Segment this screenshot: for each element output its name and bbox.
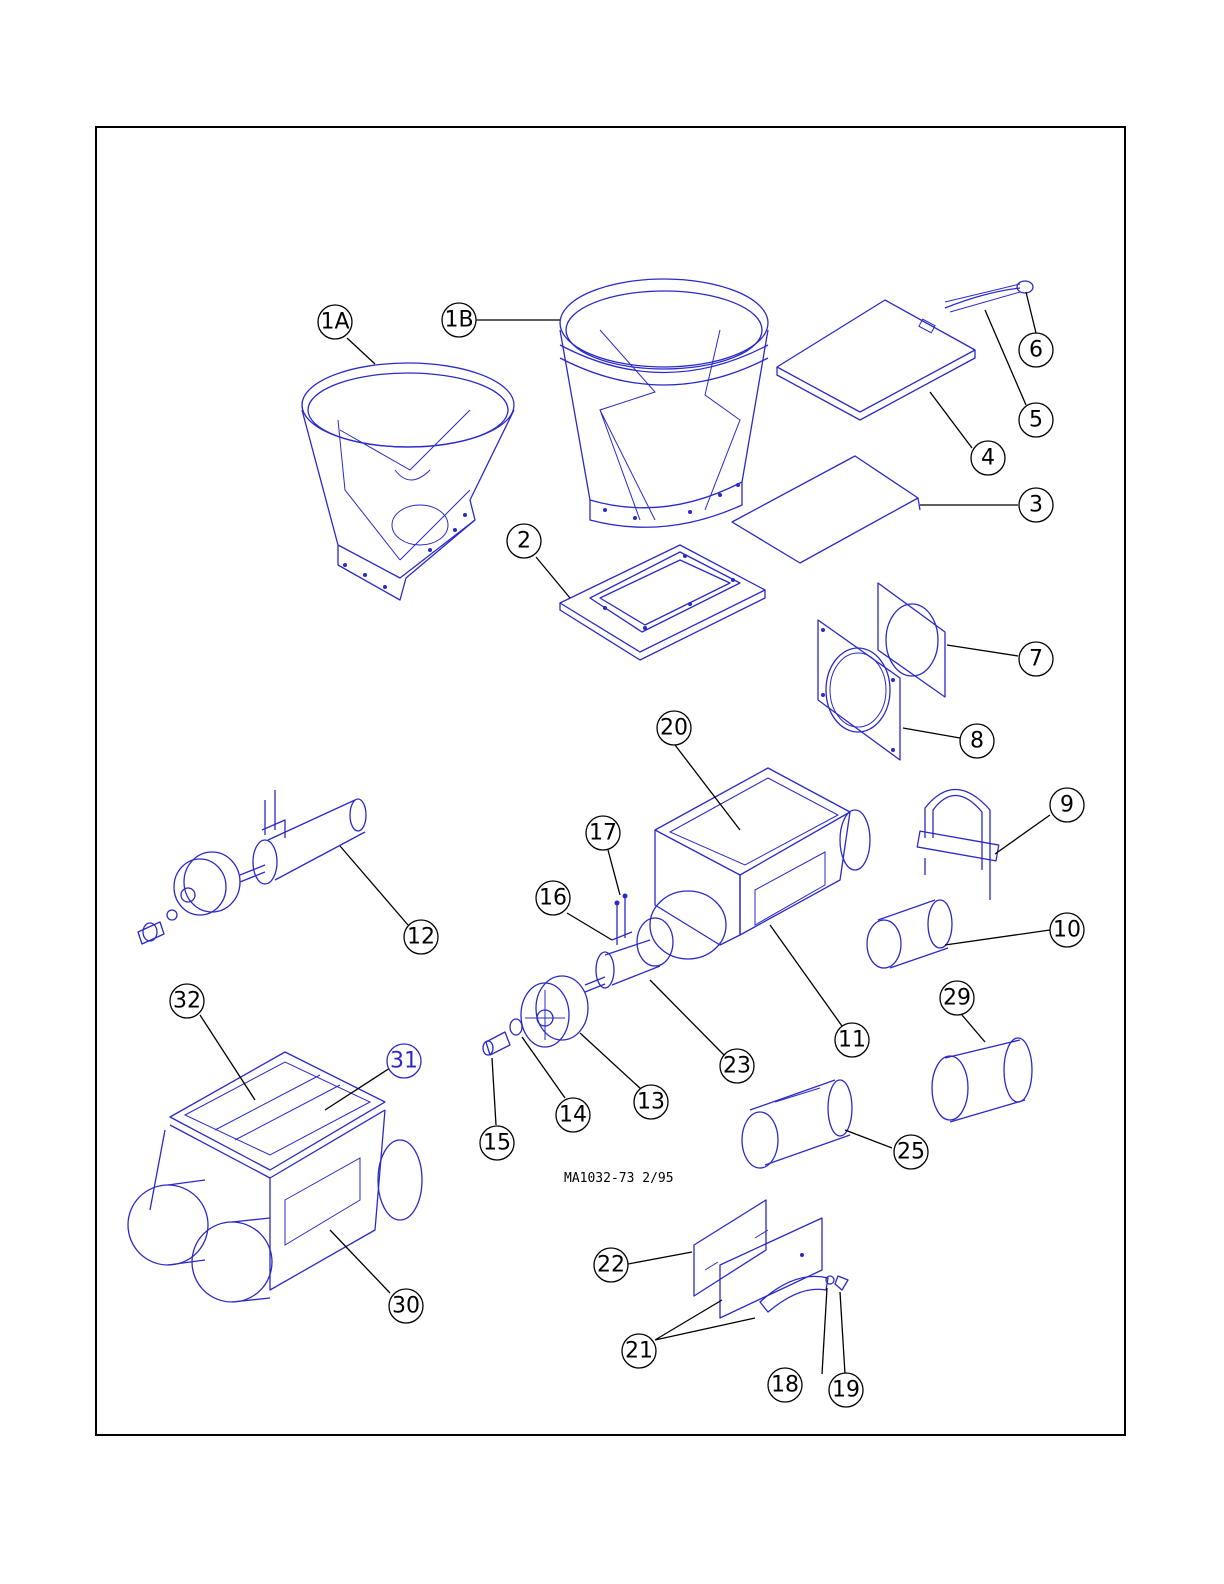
callout-13: 13 bbox=[634, 1085, 668, 1119]
svg-text:3: 3 bbox=[1029, 493, 1043, 518]
callout-23: 23 bbox=[720, 1049, 754, 1083]
callout-25: 25 bbox=[894, 1135, 928, 1169]
part-16-part-17-bolts bbox=[612, 894, 632, 946]
callout-7: 7 bbox=[1019, 642, 1053, 676]
callout-1b: 1B bbox=[442, 303, 476, 337]
svg-text:18: 18 bbox=[771, 1373, 799, 1398]
svg-text:31: 31 bbox=[390, 1049, 418, 1074]
svg-text:14: 14 bbox=[559, 1103, 587, 1128]
part-9-u-bolt bbox=[917, 789, 999, 900]
svg-text:25: 25 bbox=[897, 1140, 925, 1165]
part-19-wing-nut bbox=[835, 1276, 848, 1290]
part-30-housing bbox=[128, 1052, 422, 1302]
svg-text:6: 6 bbox=[1029, 338, 1043, 363]
part-7-gasket bbox=[878, 583, 945, 697]
part-4-cover-plate bbox=[777, 300, 975, 420]
svg-text:30: 30 bbox=[392, 1294, 420, 1319]
part-3-slide-plate bbox=[732, 456, 920, 563]
callout-9: 9 bbox=[1050, 788, 1084, 822]
svg-text:11: 11 bbox=[838, 1028, 866, 1053]
callout-3: 3 bbox=[1019, 488, 1053, 522]
callout-11: 11 bbox=[835, 1023, 869, 1057]
leader-lines bbox=[200, 292, 1050, 1374]
part-14-washer bbox=[510, 1019, 522, 1035]
part-13-wheel bbox=[521, 976, 588, 1047]
callout-4: 4 bbox=[971, 441, 1005, 475]
callout-16: 16 bbox=[536, 881, 570, 915]
svg-text:23: 23 bbox=[723, 1054, 751, 1079]
svg-text:22: 22 bbox=[597, 1253, 625, 1278]
callout-18: 18 bbox=[768, 1368, 802, 1402]
svg-text:32: 32 bbox=[173, 989, 201, 1014]
callout-19: 19 bbox=[829, 1373, 863, 1407]
callout-31: 31 bbox=[387, 1044, 421, 1078]
callout-17: 17 bbox=[586, 816, 620, 850]
svg-text:8: 8 bbox=[970, 729, 984, 754]
callout-12: 12 bbox=[404, 920, 438, 954]
svg-text:17: 17 bbox=[589, 821, 617, 846]
callout-6: 6 bbox=[1019, 333, 1053, 367]
svg-text:12: 12 bbox=[407, 925, 435, 950]
svg-text:15: 15 bbox=[483, 1131, 511, 1156]
svg-text:10: 10 bbox=[1053, 918, 1081, 943]
callout-8: 8 bbox=[960, 724, 994, 758]
svg-text:21: 21 bbox=[625, 1339, 653, 1364]
svg-text:7: 7 bbox=[1029, 647, 1043, 672]
svg-text:20: 20 bbox=[660, 716, 688, 741]
part-5-chain bbox=[945, 284, 1020, 312]
callout-32: 32 bbox=[170, 984, 204, 1018]
svg-text:13: 13 bbox=[637, 1090, 665, 1115]
svg-text:29: 29 bbox=[943, 986, 971, 1011]
callout-15: 15 bbox=[480, 1126, 514, 1160]
part-12-shaft-assembly bbox=[138, 790, 366, 944]
svg-text:19: 19 bbox=[832, 1378, 860, 1403]
part-6-pin bbox=[1017, 281, 1033, 293]
callout-1a: 1A bbox=[318, 305, 352, 339]
callout-2: 2 bbox=[507, 524, 541, 558]
callout-21: 21 bbox=[622, 1334, 656, 1368]
svg-text:2: 2 bbox=[517, 529, 531, 554]
drawing-number: MA1032-73 2/95 bbox=[564, 1171, 674, 1186]
svg-text:16: 16 bbox=[539, 886, 567, 911]
part-8-flange-plate bbox=[818, 620, 900, 760]
part-25-split-sleeve bbox=[742, 1080, 852, 1168]
callout-10: 10 bbox=[1050, 913, 1084, 947]
part-2-frame bbox=[560, 545, 765, 660]
part-29-sleeve bbox=[932, 1038, 1032, 1122]
svg-text:1B: 1B bbox=[444, 308, 473, 333]
callout-29: 29 bbox=[940, 981, 974, 1015]
callout-30: 30 bbox=[389, 1289, 423, 1323]
part-15-bushing bbox=[483, 1032, 510, 1055]
part-21-plate bbox=[720, 1218, 828, 1318]
part-1b-hopper bbox=[560, 279, 768, 527]
svg-text:1A: 1A bbox=[320, 310, 349, 335]
callout-22: 22 bbox=[594, 1248, 628, 1282]
callout-5: 5 bbox=[1019, 403, 1053, 437]
callout-14: 14 bbox=[556, 1098, 590, 1132]
part-1a-hopper bbox=[302, 363, 514, 600]
part-11-housing bbox=[637, 768, 870, 966]
callout-20: 20 bbox=[657, 711, 691, 745]
part-10-sleeve bbox=[867, 900, 952, 968]
part-23-shaft bbox=[585, 940, 660, 992]
svg-text:9: 9 bbox=[1060, 793, 1074, 818]
svg-text:5: 5 bbox=[1029, 408, 1043, 433]
svg-text:4: 4 bbox=[981, 446, 995, 471]
